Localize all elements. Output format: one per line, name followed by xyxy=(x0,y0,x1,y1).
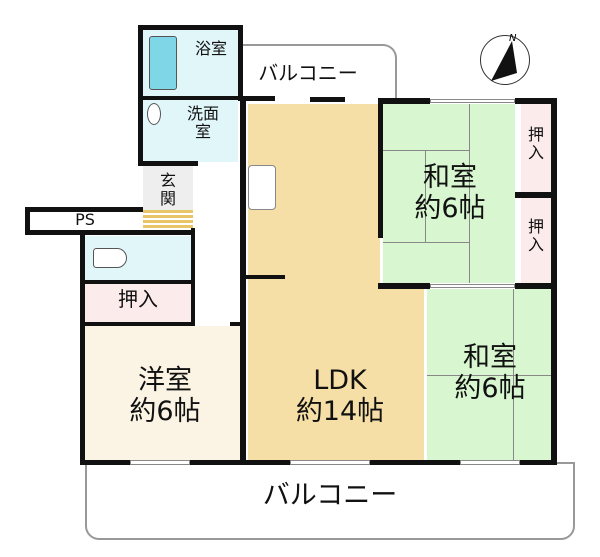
ldk xyxy=(248,104,380,462)
closet-left xyxy=(85,284,191,322)
wall xyxy=(238,96,275,101)
window xyxy=(430,99,515,103)
western-room xyxy=(85,326,245,462)
compass-needle-icon xyxy=(491,41,517,81)
ldk-size: 約14帖 xyxy=(295,396,385,428)
sink-icon xyxy=(147,103,161,125)
wall xyxy=(138,161,198,166)
wall xyxy=(240,275,285,279)
compass-north-label: N xyxy=(509,33,517,44)
balcony-top xyxy=(240,44,397,102)
wall xyxy=(85,280,195,284)
wall xyxy=(25,207,143,212)
japanese-room-1-size: 約6帖 xyxy=(414,193,486,225)
window xyxy=(460,460,520,465)
balcony-bottom-label: バルコニー xyxy=(262,480,398,511)
bath-label: 浴室 xyxy=(194,39,227,58)
wall xyxy=(310,97,345,102)
wall xyxy=(515,98,557,104)
ps-label: PS xyxy=(75,210,95,229)
bathtub xyxy=(149,36,177,90)
wall xyxy=(515,283,557,289)
japanese-room-1-label: 和室約6帖 xyxy=(390,162,510,224)
balcony-top-label: バルコニー xyxy=(258,61,358,85)
ldk-lower xyxy=(378,288,424,462)
wall xyxy=(138,25,143,165)
wall xyxy=(240,100,246,465)
ps xyxy=(30,212,140,230)
japanese-room-1-name: 和室 xyxy=(423,162,477,193)
closet-right-1-label: 押 入 xyxy=(527,125,544,163)
window xyxy=(290,460,370,465)
window xyxy=(130,460,190,465)
wall xyxy=(551,283,557,465)
closet-left-label: 押入 xyxy=(118,287,158,311)
washroom-label: 洗面 室 xyxy=(186,104,219,142)
kitchen-sink xyxy=(248,165,276,210)
wall xyxy=(378,98,430,104)
western-room-size: 約6帖 xyxy=(129,396,201,428)
wall xyxy=(25,207,30,235)
entrance-label: 玄 関 xyxy=(159,171,176,209)
japanese-room-2 xyxy=(427,289,551,462)
wall xyxy=(238,25,243,100)
entrance xyxy=(143,166,193,210)
toilet-icon xyxy=(93,248,127,268)
closet-right-2-label: 押 入 xyxy=(527,217,544,255)
japanese-room-2-label: 和室約6帖 xyxy=(430,342,550,404)
japanese-room-2-size: 約6帖 xyxy=(454,373,526,405)
wall xyxy=(25,230,195,235)
closet-right-2 xyxy=(521,198,551,283)
wall xyxy=(230,322,245,326)
closet-right-1 xyxy=(521,104,551,192)
window xyxy=(430,284,515,288)
wall xyxy=(80,230,85,465)
entrance-step xyxy=(143,210,193,228)
wall xyxy=(191,228,195,323)
japanese-room-2-name: 和室 xyxy=(463,342,517,373)
wall xyxy=(143,96,243,100)
japanese-room-1 xyxy=(383,104,515,283)
ldk-name: LDK xyxy=(313,365,367,396)
wall xyxy=(515,192,555,198)
compass-icon: N xyxy=(480,33,530,85)
wall xyxy=(85,322,195,326)
western-room-label: 洋室約6帖 xyxy=(95,365,235,427)
wall xyxy=(378,98,383,238)
wall xyxy=(378,283,430,289)
wall xyxy=(138,25,243,30)
western-room-name: 洋室 xyxy=(138,365,192,396)
